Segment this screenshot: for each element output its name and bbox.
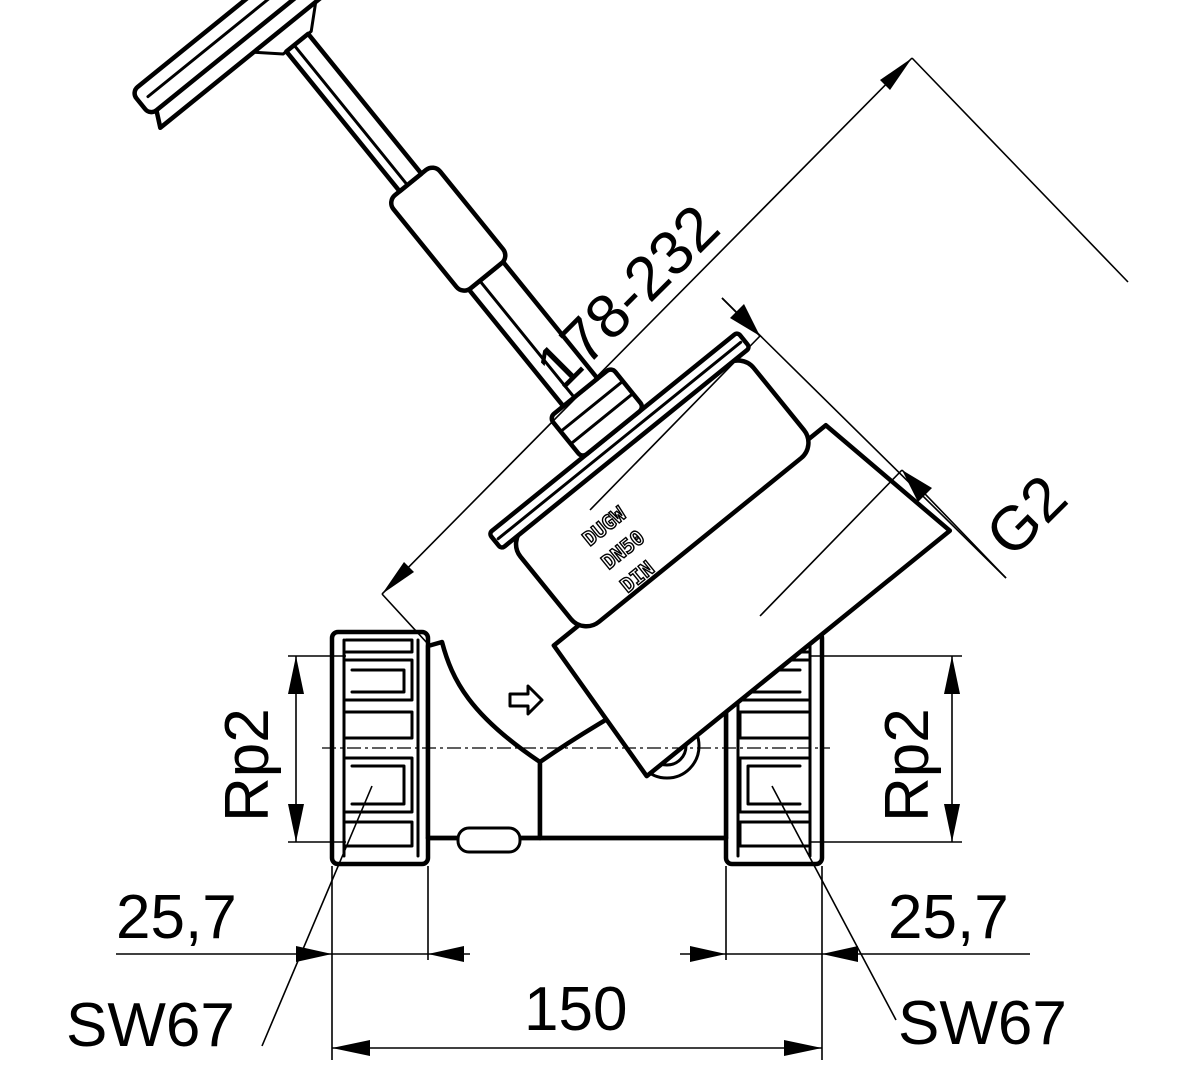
label-wrench-right: SW67 [898,989,1067,1058]
label-face-to-face: 150 [524,975,627,1044]
dim-thread-depth-right: 25,7 [680,883,1030,962]
dim-thread-left: Rp2 [213,655,346,843]
label-wrench-left: SW67 [66,991,235,1060]
leader-wrench-left: SW67 [66,785,373,1060]
label-thread-depth-right: 25,7 [888,883,1009,952]
valve-bonnet-assembly: DUGW DN50 DIN [132,0,953,779]
dim-thread-depth-left: 25,7 [116,883,470,962]
label-thread-depth-left: 25,7 [116,883,237,952]
handwheel-icon [132,0,412,131]
flow-arrow-icon [508,684,544,716]
label-thread-left: Rp2 [213,708,282,822]
label-thread-bonnet: G2 [973,463,1080,570]
label-thread-right: Rp2 [873,708,942,822]
dim-thread-right: Rp2 [810,655,962,843]
leader-wrench-right: SW67 [771,785,1067,1058]
dim-face-to-face: 150 [332,975,822,1056]
